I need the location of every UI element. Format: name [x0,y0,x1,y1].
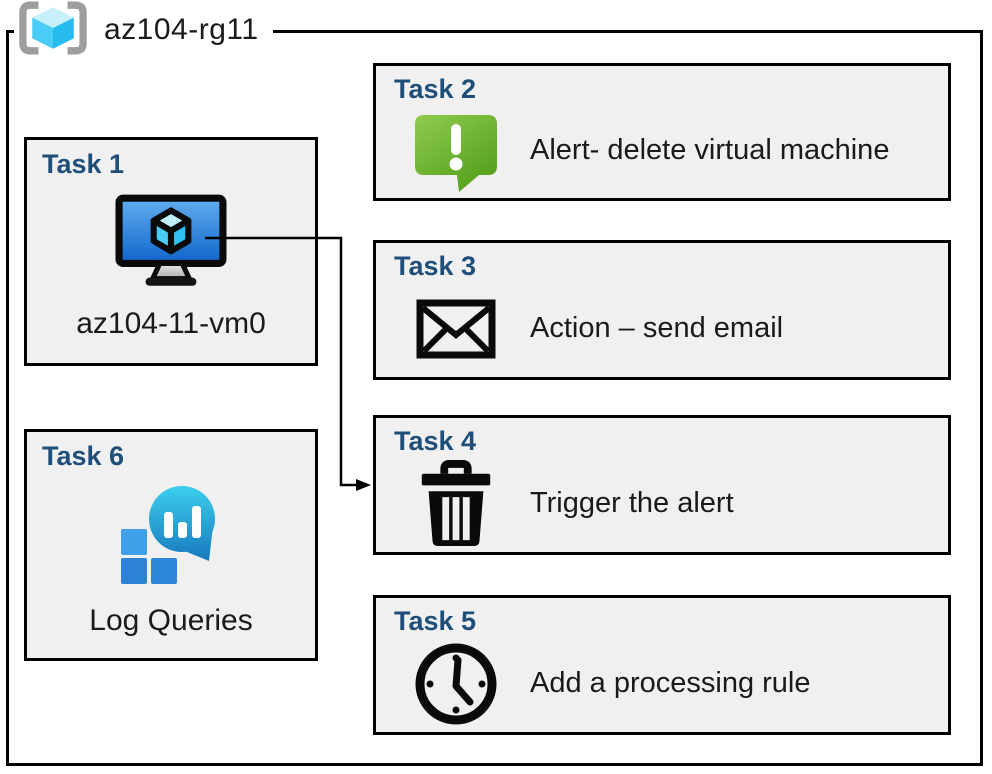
task5-label: Add a processing rule [530,667,811,700]
task5-box: Task 5 Add a processing rule [373,595,951,735]
task1-box: Task 1 [24,137,318,366]
alert-message-icon [408,108,504,194]
task4-label: Trigger the alert [530,487,734,520]
task4-box: Task 4 Trigger the alert [373,415,951,555]
resource-group-title: az104-rg11 [104,13,259,46]
virtual-machine-icon [115,194,227,293]
resource-group-icon [16,0,90,61]
task5-header: Task 5 [394,606,477,636]
task1-label: az104-11-vm0 [76,307,266,341]
task6-header: Task 6 [42,441,125,471]
task2-header: Task 2 [394,74,477,104]
log-queries-icon [119,485,223,590]
task3-label: Action – send email [530,312,784,345]
task2-box: Task 2 Alert- delete virtual machine [373,63,951,201]
task3-box: Task 3 Action – send email [373,240,951,380]
task4-header: Task 4 [394,426,477,456]
resource-group-legend: az104-rg11 [14,0,273,61]
email-envelope-icon [408,299,504,359]
task6-label: Log Queries [89,603,253,637]
task1-header: Task 1 [42,149,125,179]
task3-header: Task 3 [394,251,477,281]
task6-box: Task 6 [24,429,318,661]
trash-delete-icon [408,459,504,548]
task2-label: Alert- delete virtual machine [530,134,890,167]
clock-icon [408,638,504,730]
